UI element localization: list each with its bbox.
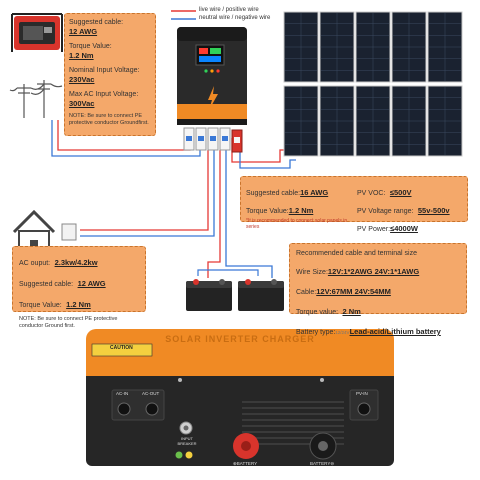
legend-live-label: live wire / positive wire (199, 7, 259, 13)
battery-wire-value: 12V:1*2AWG 24V:1*1AWG (327, 267, 420, 276)
battery-cable-value: 12V:67MM 24V:54MM (316, 287, 391, 296)
battery-negative-label: BATTERY⊖ (310, 461, 335, 466)
ac-output-note: NOTE: Be sure to connect PE protective c… (19, 316, 118, 329)
ac-input-nominal-label: Nominal Input Voltage: (69, 67, 140, 74)
unit-brand-text: SOLAR INVERTER CHARGER (165, 334, 315, 344)
battery-type-label: Battery type: (296, 329, 336, 336)
ac-input-spec-box: Suggested cable: 12 AWG Torque Value: 1.… (64, 13, 156, 136)
battery-positive-label: ⊕BATTERY (233, 461, 258, 466)
ac-input-max-label: Max AC Input Voltage: (69, 91, 139, 98)
pv-power-value: ≤4000W (390, 224, 418, 233)
solar-panel-array (283, 11, 463, 157)
ac-output-spec-box: AC ouput: 2.3kw/4.2kw Suggested cable: 1… (12, 246, 146, 329)
ac-output-neutral-wire (80, 150, 215, 237)
battery-type-value: Lead-acid/Lithium battery (349, 327, 441, 336)
pv-torque-label: Torque Value: (246, 208, 289, 215)
pv-negative-wire (239, 138, 296, 169)
pv-torque-value: 1.2 Nm (288, 206, 314, 215)
pv-range-value: 55v-500v (417, 206, 450, 215)
ac-input-cable-value: 12 AWG (69, 27, 98, 36)
battery-spec-box: Recommended cable and terminal size Wire… (289, 243, 467, 336)
pv-note: *It is recommended to connect solar pane… (246, 218, 348, 230)
battery-wire-label: Wire Size: (296, 269, 328, 276)
ac-input-cable-label: Suggested cable: (69, 19, 124, 26)
input-breaker-label[interactable]: INPUT BREAKER (177, 436, 197, 446)
pv-cable-label: Suggested cable: (246, 190, 301, 197)
pv-voc-value: ≤500V (389, 188, 412, 197)
ac-output-cable-label: Suggested cable: (19, 281, 74, 288)
unit-pv-in-label: PV-IN (356, 391, 368, 396)
generator-icon (11, 13, 63, 52)
ac-output-cable-value: 12 AWG (77, 279, 106, 288)
legend: live wire / positive wire neutral wire /… (199, 6, 270, 22)
pv-power-label: PV Power: (357, 226, 391, 233)
pv-cable-value: 16 AWG (300, 188, 329, 197)
legend-neutral-label: neutral wire / negative wire (199, 15, 271, 21)
battery-torque-value: 2 Nm (342, 307, 361, 316)
ac-input-torque-value: 1.2 Nm (69, 51, 94, 60)
inverter-device (177, 27, 247, 125)
battery-negative-wire (225, 150, 273, 278)
ac-input-torque-label: Torque Value: (69, 43, 112, 50)
ac-output-torque-label: Torque Value: (19, 302, 62, 309)
battery-type-small: 12/24V (335, 330, 350, 335)
pv-range-label: PV Voltage range: (357, 208, 414, 215)
inverter-unit-front (86, 329, 394, 466)
ac-output-label: AC ouput: (19, 260, 51, 267)
ac-output-value: 2.3kw/4.2kw (54, 258, 98, 267)
battery-cable-label: Cable: (296, 289, 317, 296)
ac-input-nominal-value: 230Vac (69, 75, 95, 84)
battery-torque-label: Torque value: (296, 309, 339, 316)
battery-pair (186, 279, 284, 311)
unit-ac-out-label: AC-OUT (142, 391, 160, 396)
battery-heading: Recommended cable and terminal size (296, 250, 418, 257)
unit-ac-in-label: AC-IN (116, 391, 129, 396)
breaker-group (183, 127, 243, 153)
pv-spec-box: Suggested cable:16 AWG Torque Value:1.2 … (240, 176, 468, 233)
ac-input-max-value: 300Vac (69, 99, 95, 108)
ac-output-live-wire (80, 150, 209, 231)
unit-caution-label: CAUTION (110, 345, 133, 351)
ac-input-note: NOTE: Be sure to connect PE protective c… (69, 113, 149, 126)
ac-output-torque-value: 1.2 Nm (66, 300, 91, 309)
battery-link-wire (197, 269, 259, 276)
pv-voc-label: PV VOC: (357, 190, 386, 197)
utility-grid-icon (9, 80, 63, 118)
